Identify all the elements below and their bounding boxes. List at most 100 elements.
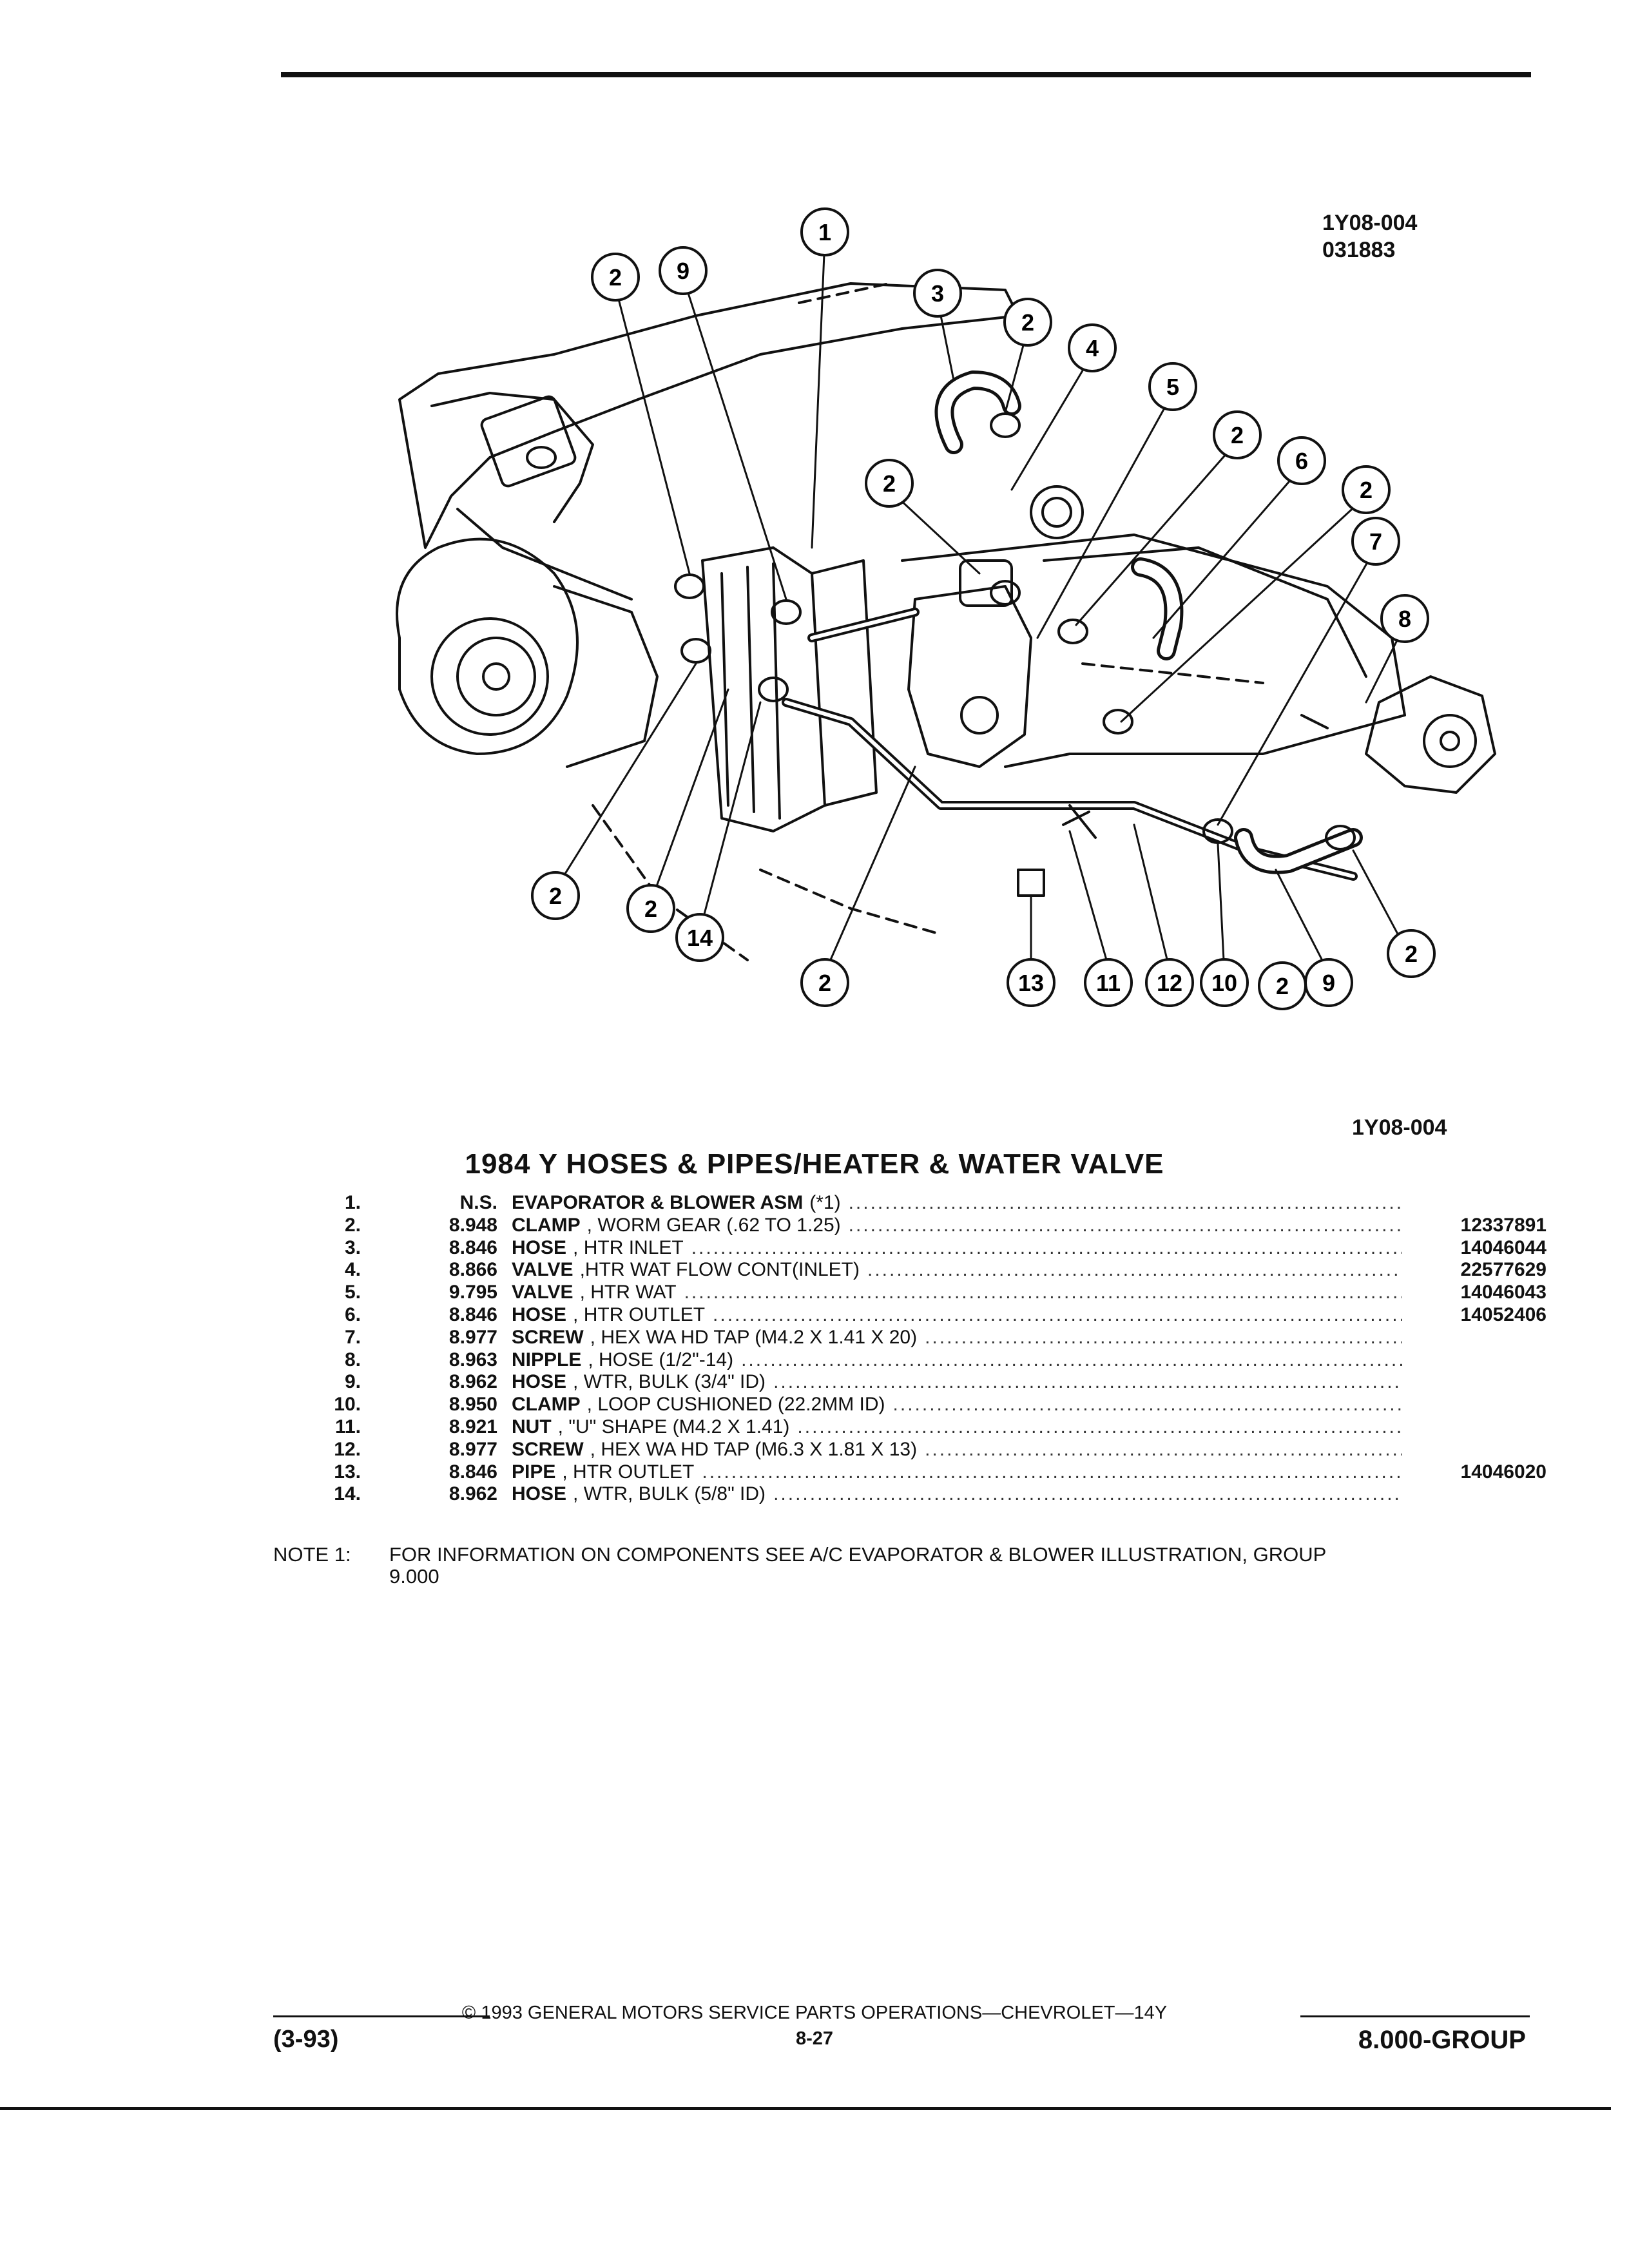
- callout-11: 11: [1084, 958, 1133, 1007]
- part-group: 8.950: [448, 1394, 497, 1416]
- part-detail: , "U" SHAPE (M4.2 X 1.41): [557, 1416, 790, 1437]
- part-group: 8.962: [448, 1371, 497, 1393]
- part-number: 2.: [344, 1214, 361, 1236]
- dot-leader: [849, 1192, 1402, 1214]
- part-catalog-number: 22577629: [1460, 1259, 1547, 1281]
- note-line-2: 9.000: [389, 1565, 439, 1588]
- part-number: 5.: [344, 1282, 361, 1303]
- callout-7: 7: [1351, 517, 1400, 566]
- part-group: 8.846: [448, 1303, 497, 1325]
- dot-leader: [797, 1416, 1402, 1438]
- dot-leader: [773, 1371, 1402, 1393]
- part-name: HOSE: [512, 1371, 567, 1393]
- callout-label: 7: [1369, 528, 1382, 555]
- callout-12: 12: [1145, 958, 1194, 1007]
- part-detail: , HOSE (1/2"-14): [588, 1349, 734, 1370]
- callout-2: 2: [591, 253, 640, 302]
- part-number: 12.: [334, 1438, 361, 1460]
- part-catalog-number: 14052406: [1460, 1303, 1547, 1325]
- dot-leader: [691, 1237, 1402, 1259]
- part-detail: , HTR WAT: [579, 1282, 677, 1303]
- part-detail: , WORM GEAR (.62 TO 1.25): [586, 1214, 841, 1236]
- part-catalog-number: 14046044: [1460, 1236, 1547, 1258]
- part-number: 14.: [334, 1483, 361, 1505]
- part-name: VALVE: [512, 1282, 574, 1303]
- callout-6: 6: [1277, 436, 1326, 485]
- callout-2: 2: [1342, 465, 1391, 514]
- part-number: 3.: [344, 1236, 361, 1258]
- part-description: CLAMP, WORM GEAR (.62 TO 1.25): [512, 1215, 1402, 1236]
- water-valve: [907, 585, 1032, 768]
- callout-label: 1: [818, 219, 831, 245]
- callout-4: 4: [1068, 323, 1117, 372]
- dot-leader: [925, 1327, 1402, 1349]
- part-description: HOSE, WTR, BULK (3/4" ID): [512, 1371, 1402, 1393]
- footer-group: 8.000-GROUP: [1358, 2026, 1526, 2054]
- callout-label: 2: [609, 264, 622, 291]
- callout-2: 2: [1387, 929, 1436, 978]
- part-detail: , HTR OUTLET: [573, 1303, 706, 1325]
- callout-3: 3: [913, 269, 962, 318]
- callout-label: 2: [818, 970, 831, 996]
- part-description: NUT, "U" SHAPE (M4.2 X 1.41): [512, 1416, 1402, 1438]
- part-name: HOSE: [512, 1236, 567, 1258]
- footer-date: (3-93): [273, 2026, 339, 2053]
- water-pump: [1365, 675, 1496, 794]
- parts-list: 1.N.S.EVAPORATOR & BLOWER ASM(*1)2.8.948…: [271, 1192, 1547, 1506]
- callout-1: 1: [800, 207, 849, 256]
- dot-leader: [893, 1394, 1402, 1416]
- callout-label: 11: [1096, 970, 1121, 996]
- dot-leader: [702, 1461, 1402, 1483]
- callout-label: 2: [883, 470, 896, 497]
- callout-9: 9: [659, 246, 708, 295]
- figure-bottom-code: 1Y08-004: [1352, 1115, 1447, 1140]
- part-number: 13.: [334, 1461, 361, 1483]
- part-group: 8.846: [448, 1236, 497, 1258]
- callout-label: 9: [1322, 970, 1335, 996]
- firewall-panel: [398, 282, 1019, 549]
- dot-leader: [773, 1483, 1402, 1505]
- callout-label: 2: [1276, 973, 1289, 999]
- part-group: 9.795: [448, 1282, 497, 1303]
- callout-label: 5: [1166, 374, 1179, 400]
- part-name: VALVE: [512, 1259, 574, 1281]
- part-catalog-number: 12337891: [1460, 1214, 1547, 1236]
- part-name: SCREW: [512, 1438, 584, 1460]
- figure-date-code: 031883: [1322, 238, 1396, 262]
- dot-leader: [741, 1349, 1402, 1371]
- callout-label: 14: [687, 925, 713, 951]
- part-catalog-number: 14046043: [1460, 1282, 1547, 1303]
- part-number: 4.: [344, 1259, 361, 1281]
- part-number: 1.: [344, 1192, 361, 1213]
- figure-code: 1Y08-004: [1322, 211, 1418, 235]
- part-group: 8.866: [448, 1259, 497, 1281]
- part-group: 8.962: [448, 1483, 497, 1505]
- part-detail: , HEX WA HD TAP (M6.3 X 1.81 X 13): [590, 1438, 918, 1460]
- callout-14: 14: [675, 913, 724, 962]
- top-rule: [281, 72, 1531, 77]
- part-group: 8.977: [448, 1438, 497, 1460]
- part-description: PIPE, HTR OUTLET: [512, 1461, 1402, 1483]
- part-description: VALVE,HTR WAT FLOW CONT(INLET): [512, 1259, 1402, 1281]
- heater-pipe-lower: [782, 698, 1358, 881]
- part-row: 1.N.S.EVAPORATOR & BLOWER ASM(*1): [271, 1192, 1547, 1215]
- part-description: CLAMP, LOOP CUSHIONED (22.2MM ID): [512, 1394, 1402, 1416]
- part-description: SCREW , HEX WA HD TAP (M6.3 X 1.81 X 13): [512, 1439, 1402, 1461]
- note-label: NOTE 1:: [273, 1543, 351, 1566]
- callout-label: 4: [1086, 335, 1099, 361]
- callout-label: 2: [1021, 309, 1034, 336]
- part-number: 8.: [344, 1349, 361, 1370]
- footer-page-number: 8-27: [795, 2028, 834, 2049]
- callout-13: 13: [1007, 958, 1055, 1007]
- note: NOTE 1: FOR INFORMATION ON COMPONENTS SE…: [273, 1544, 1536, 1588]
- evaporator-core: [701, 546, 826, 832]
- callout-label: 3: [931, 280, 944, 307]
